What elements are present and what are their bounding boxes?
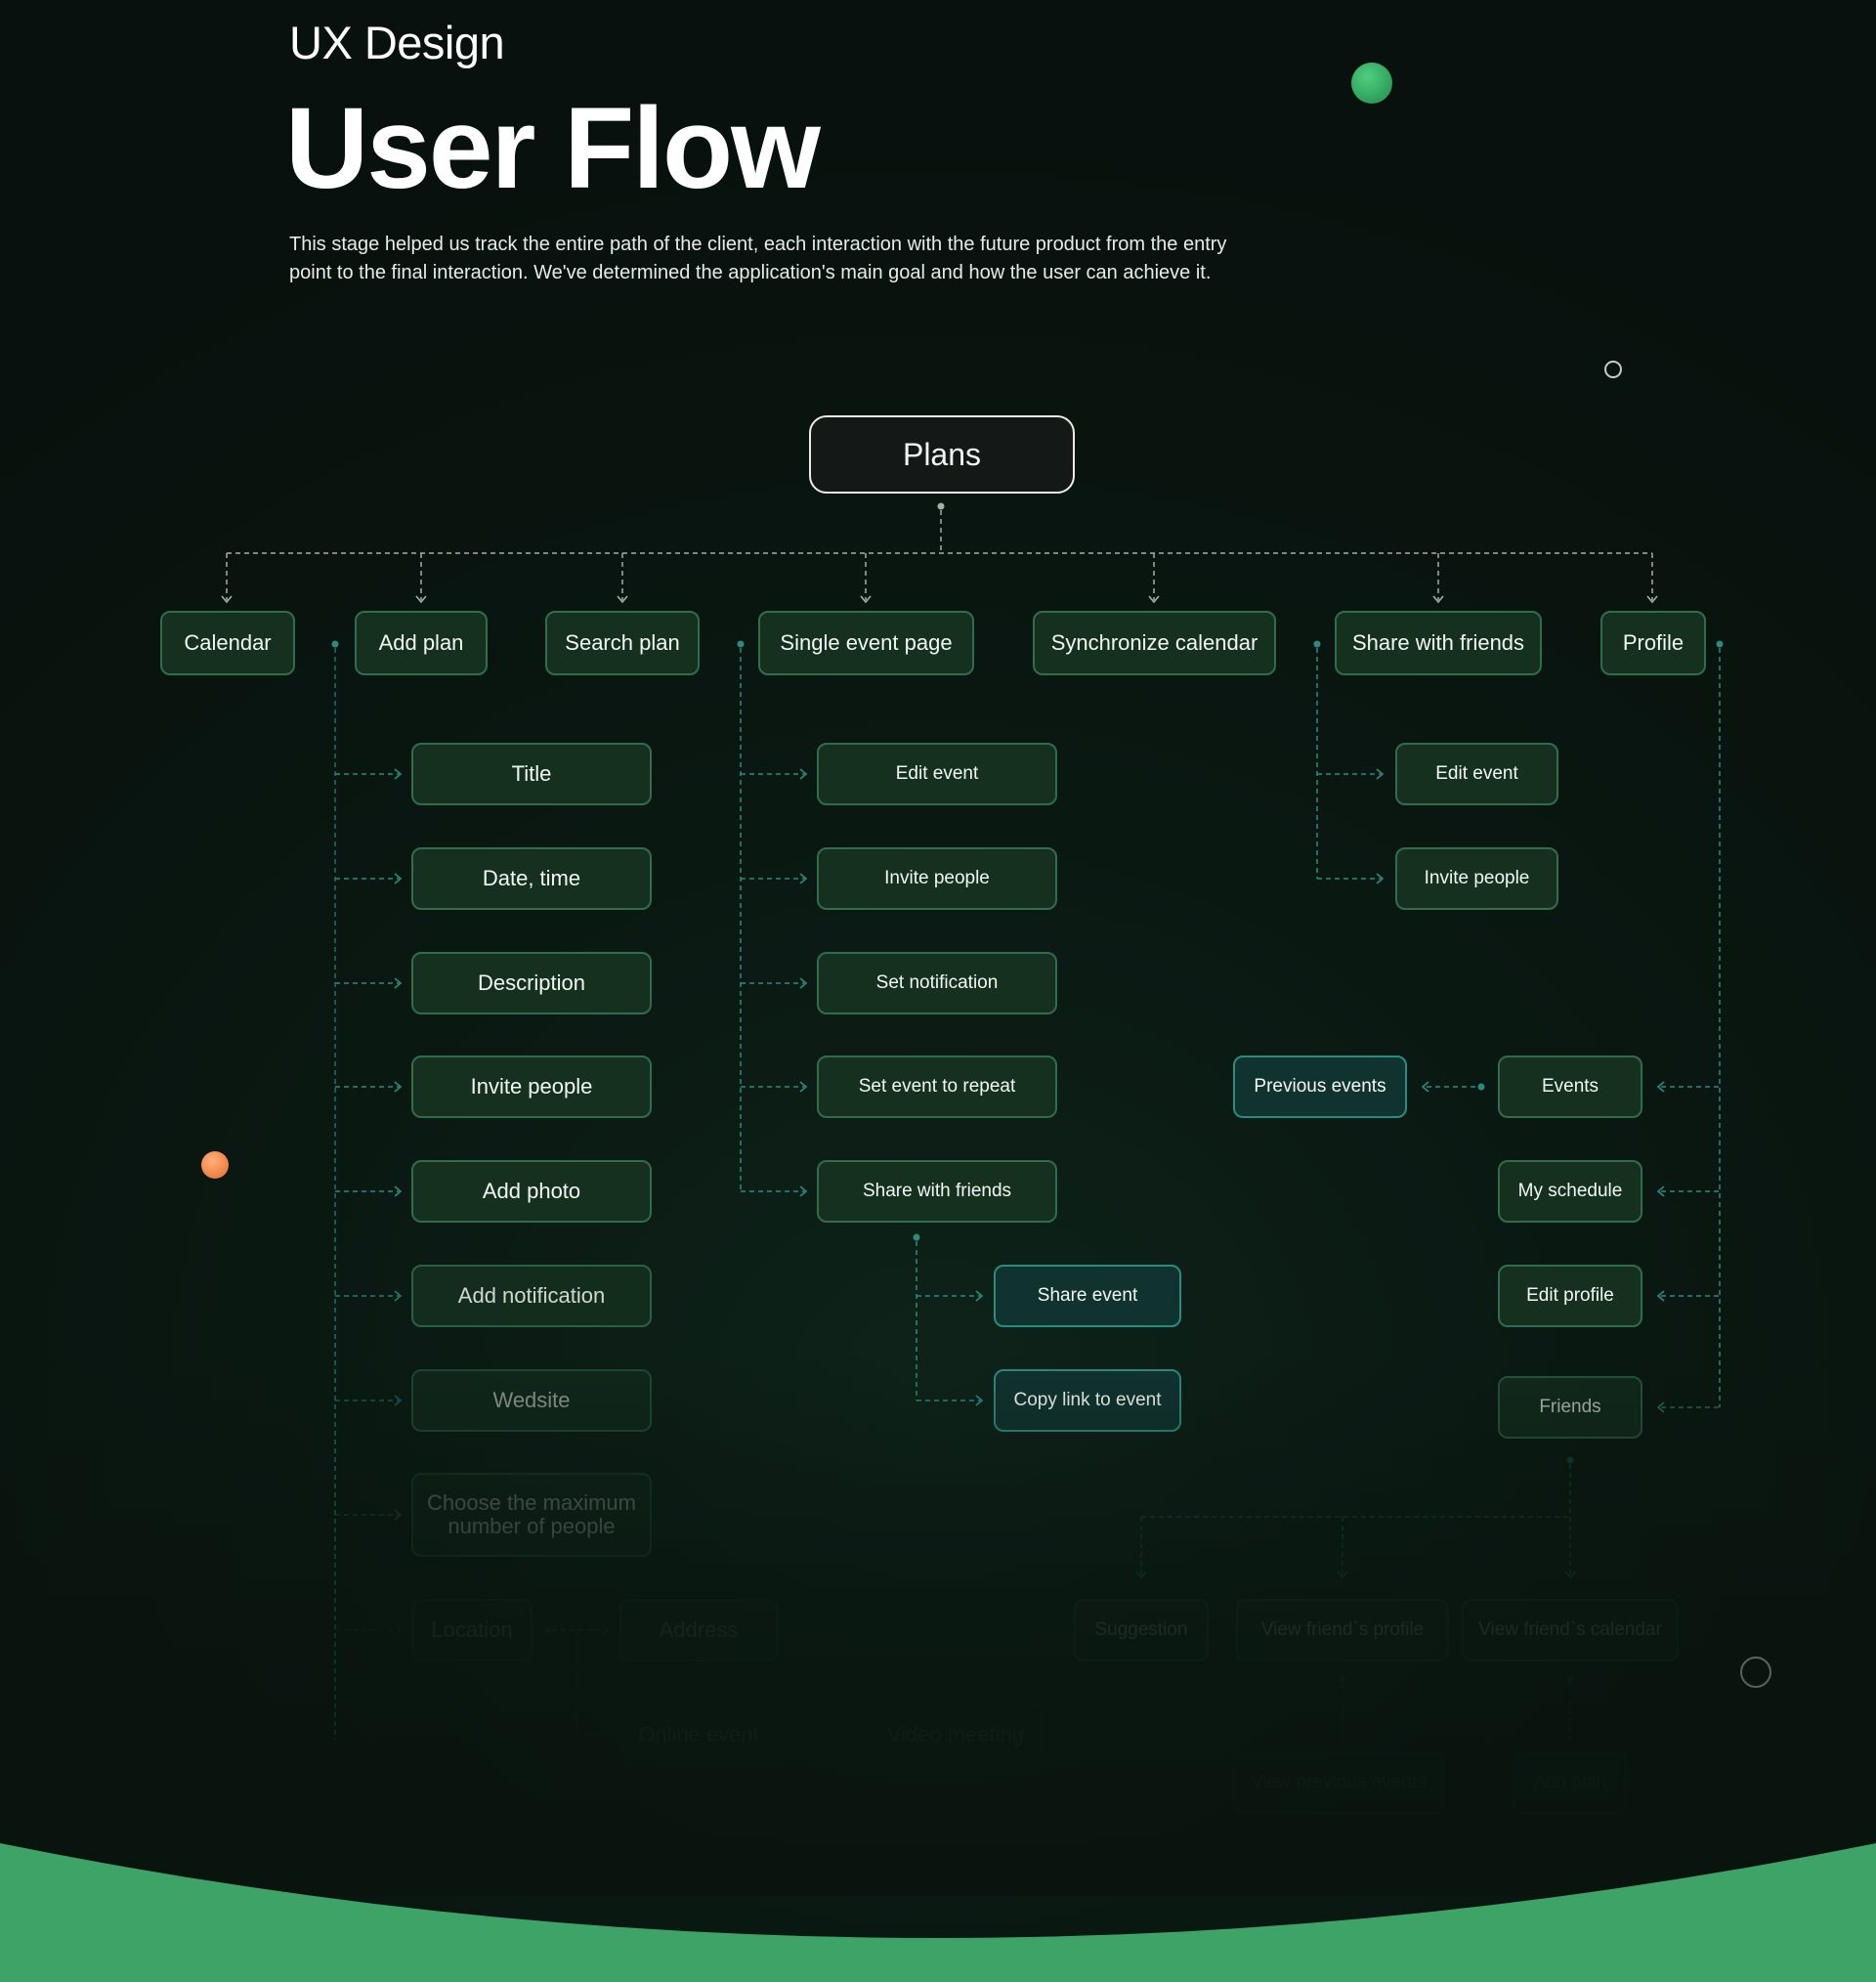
- arrow-left-icon: [1656, 1081, 1665, 1093]
- connector-dot: [937, 502, 945, 510]
- section-subtitle: UX Design: [289, 17, 505, 68]
- category-share-with-friends: Share with friends: [1335, 611, 1542, 675]
- arrow-right-icon: [799, 1185, 808, 1197]
- arrow-left-icon: [1656, 1290, 1665, 1302]
- add-plan-step-date-time: Date, time: [411, 847, 652, 910]
- decorative-orange-dot: [201, 1151, 229, 1179]
- decorative-green-dot: [1351, 63, 1392, 104]
- node-previous-events: Previous events: [1233, 1056, 1407, 1118]
- arrow-right-icon: [394, 1290, 403, 1302]
- category-single-event-page: Single event page: [758, 611, 974, 675]
- intro-paragraph: This stage helped us track the entire pa…: [289, 234, 1227, 283]
- category-add-plan: Add plan: [355, 611, 488, 675]
- arrow-left-icon: [1421, 1081, 1429, 1093]
- add-plan-step-invite-people: Invite people: [411, 1056, 652, 1118]
- category-search-plan: Search plan: [545, 611, 700, 675]
- arrow-right-icon: [394, 1081, 403, 1093]
- connector-dot: [1477, 1083, 1485, 1091]
- add-plan-step-add-photo: Add photo: [411, 1160, 652, 1223]
- decorative-ring-small: [1604, 361, 1622, 378]
- connector-dot: [1716, 640, 1724, 648]
- arrow-right-icon: [799, 1081, 808, 1093]
- share-friends-invite-people: Invite people: [1395, 847, 1558, 910]
- arrow-right-icon: [799, 977, 808, 989]
- arrow-right-icon: [394, 977, 403, 989]
- page-title: User Flow: [285, 84, 821, 213]
- arrow-down-icon: [617, 595, 628, 604]
- connector-dot: [1313, 640, 1321, 648]
- arrow-down-icon: [415, 595, 427, 604]
- arrow-right-icon: [394, 1185, 403, 1197]
- profile-item-edit-profile: Edit profile: [1498, 1265, 1642, 1327]
- connector-dot: [737, 640, 745, 648]
- category-calendar: Calendar: [160, 611, 295, 675]
- arrow-right-icon: [394, 873, 403, 884]
- category-synchronize-calendar: Synchronize calendar: [1033, 611, 1276, 675]
- arrow-right-icon: [799, 768, 808, 780]
- arrow-left-icon: [1656, 1185, 1665, 1197]
- single-event-invite-people: Invite people: [817, 847, 1057, 910]
- profile-item-my-schedule: My schedule: [1498, 1160, 1642, 1223]
- connector-dot: [331, 640, 339, 648]
- share-friends-edit-event: Edit event: [1395, 743, 1558, 805]
- share-option-share-event: Share event: [994, 1265, 1181, 1327]
- arrow-right-icon: [799, 873, 808, 884]
- connector-dot: [913, 1233, 920, 1241]
- arrow-right-icon: [1376, 768, 1385, 780]
- arrow-down-icon: [221, 595, 233, 604]
- arrow-right-icon: [394, 768, 403, 780]
- add-plan-step-description: Description: [411, 952, 652, 1014]
- single-event-set-event-to-repeat: Set event to repeat: [817, 1056, 1057, 1118]
- root-node-plans: Plans: [809, 415, 1075, 494]
- arrow-down-icon: [1148, 595, 1160, 604]
- arrow-down-icon: [1432, 595, 1444, 604]
- arrow-right-icon: [975, 1290, 984, 1302]
- add-plan-step-add-notification: Add notification: [411, 1265, 652, 1327]
- single-event-set-notification: Set notification: [817, 952, 1057, 1014]
- arrow-down-icon: [860, 595, 872, 604]
- arrow-right-icon: [1376, 873, 1385, 884]
- add-plan-step-title: Title: [411, 743, 652, 805]
- category-profile: Profile: [1600, 611, 1706, 675]
- arrow-down-icon: [1646, 595, 1658, 604]
- single-event-edit-event: Edit event: [817, 743, 1057, 805]
- single-event-share-with-friends: Share with friends: [817, 1160, 1057, 1223]
- profile-item-events: Events: [1498, 1056, 1642, 1118]
